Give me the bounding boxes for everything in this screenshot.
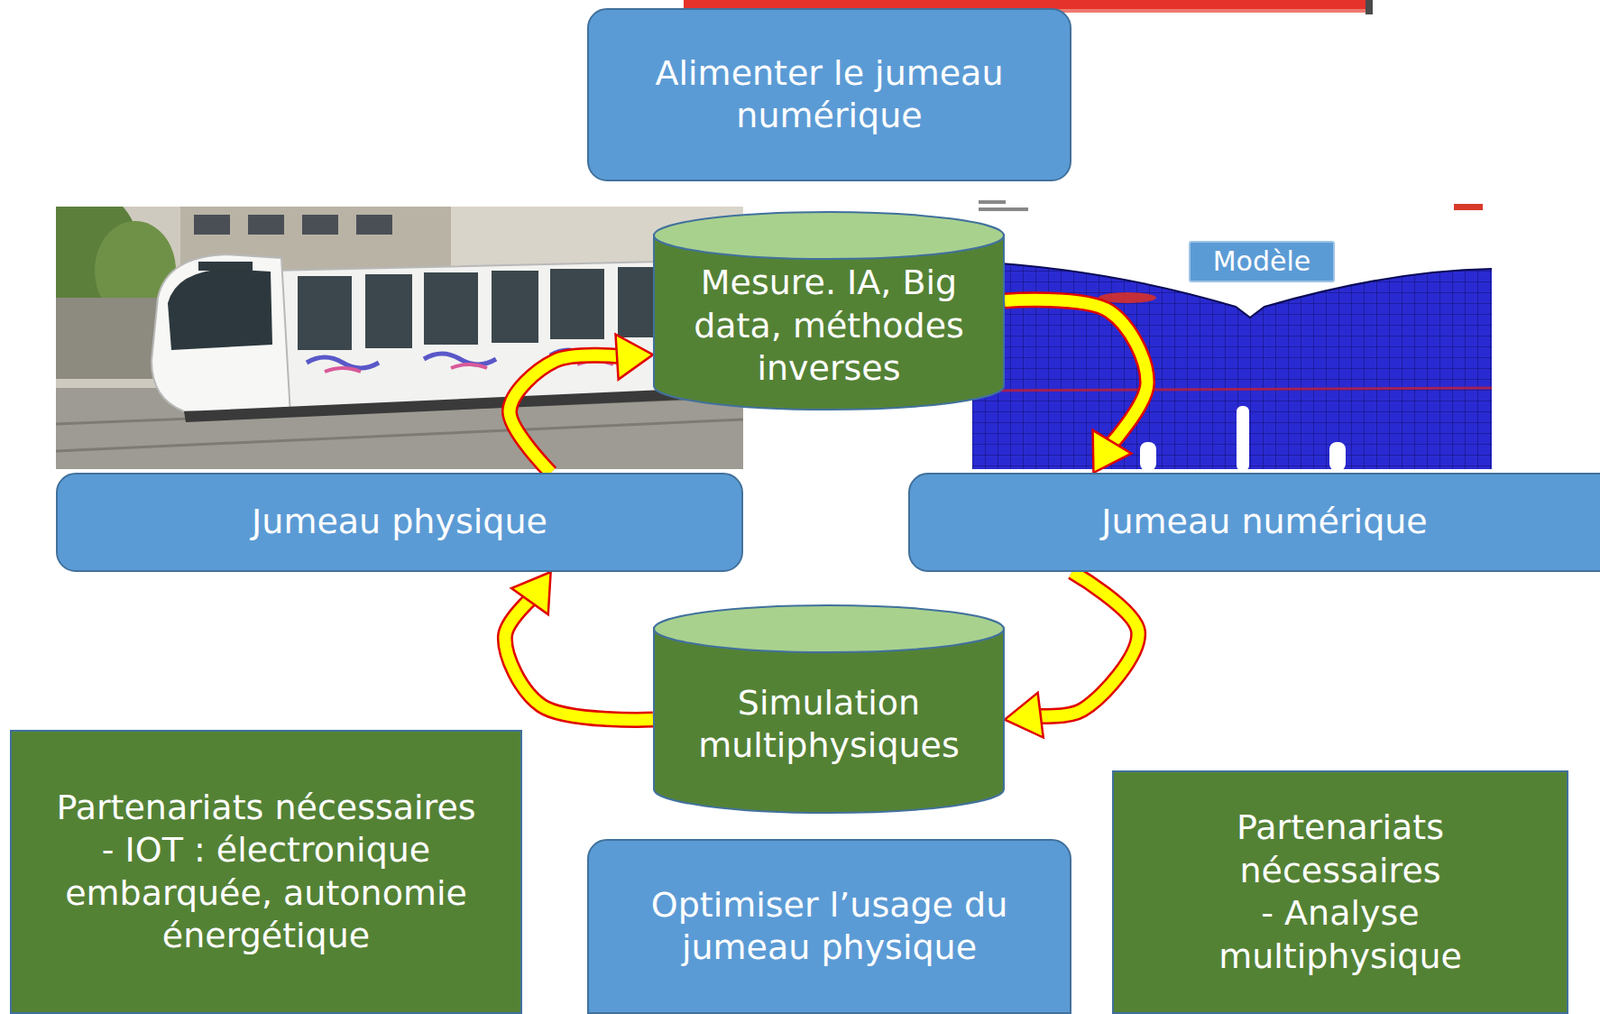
model-mesh xyxy=(972,261,1492,469)
cylinder-top xyxy=(653,605,1004,653)
arrow-head xyxy=(1093,430,1132,473)
model-header-mark xyxy=(978,200,1006,204)
arrow-head xyxy=(1004,692,1044,738)
building-window xyxy=(193,214,230,235)
curved-arrow xyxy=(1004,299,1148,473)
curved-arrow xyxy=(1004,571,1139,738)
partnership-box: Partenariats nécessaires- IOT : électron… xyxy=(9,729,523,1014)
tram-photo xyxy=(55,206,744,469)
tram-window xyxy=(491,270,539,343)
photo-background xyxy=(55,206,744,469)
node-body-text: - IOT : électronique embarquée, autonomi… xyxy=(20,828,512,958)
rail xyxy=(55,419,744,451)
goal-box: Alimenter le jumeau numérique xyxy=(587,8,1072,182)
data-cylinder: Simulation multiphysiques xyxy=(652,604,1005,814)
node-text: Jumeau numérique xyxy=(1101,500,1427,544)
arrow-head xyxy=(511,571,552,615)
banner-edge xyxy=(1365,0,1373,15)
cylinder-body xyxy=(653,234,1004,410)
arrow-outline xyxy=(1004,299,1148,447)
model-tag: Modèle xyxy=(1188,240,1335,283)
node-text: Jumeau physique xyxy=(251,500,548,544)
cylinder-body xyxy=(653,627,1004,813)
node-text: Partenariats nécessaires xyxy=(55,786,476,830)
model-header-mark xyxy=(978,207,1029,212)
stress-line xyxy=(972,387,1492,391)
building-window xyxy=(356,214,393,235)
model-hole xyxy=(1140,441,1157,471)
building-window xyxy=(302,214,339,235)
data-cylinder: Mesure. IA, Big data, méthodes inverses xyxy=(652,211,1005,411)
arrow-outline xyxy=(505,597,653,720)
arrow-shaft xyxy=(1004,299,1148,447)
arrow-outline xyxy=(509,355,623,473)
building-window xyxy=(248,214,285,235)
curved-arrow xyxy=(505,571,653,720)
arrow-outline xyxy=(1035,571,1139,717)
node-text: Simulation multiphysiques xyxy=(671,681,987,768)
twin-box: Jumeau numérique xyxy=(908,472,1600,572)
tram-window xyxy=(550,268,605,340)
software-logo xyxy=(1453,203,1483,211)
arrow-shaft xyxy=(1035,571,1139,717)
node-text: Alimenter le jumeau numérique xyxy=(610,52,1049,138)
node-text: Partenariats nécessaires xyxy=(1140,806,1540,892)
node-body-text: - Analyse multiphysique xyxy=(1140,891,1540,978)
tram-window xyxy=(297,275,352,350)
tram-window xyxy=(365,274,413,349)
node-text: Optimiser l’usage du jumeau physique xyxy=(610,883,1049,970)
tram-window xyxy=(423,272,479,345)
tram-windshield xyxy=(167,268,273,350)
twin-box: Jumeau physique xyxy=(55,472,744,572)
arrow-head xyxy=(616,334,653,380)
cylinder-top xyxy=(653,211,1004,259)
node-text: Modèle xyxy=(1213,244,1312,279)
curved-arrow xyxy=(509,334,653,473)
goal-box: Optimiser l’usage du jumeau physique xyxy=(587,838,1072,1014)
arrow-shaft xyxy=(505,597,653,720)
tram-front xyxy=(151,254,291,415)
arrow-shaft xyxy=(509,355,623,473)
model-background xyxy=(972,193,1492,469)
partnership-box: Partenariats nécessaires- Analyse multip… xyxy=(1112,770,1569,1014)
fe-model-picture xyxy=(972,193,1492,471)
tram-display xyxy=(198,261,253,271)
node-text: Mesure. IA, Big data, méthodes inverses xyxy=(671,261,987,391)
model-slot xyxy=(1236,405,1250,471)
model-hole xyxy=(1329,441,1346,471)
